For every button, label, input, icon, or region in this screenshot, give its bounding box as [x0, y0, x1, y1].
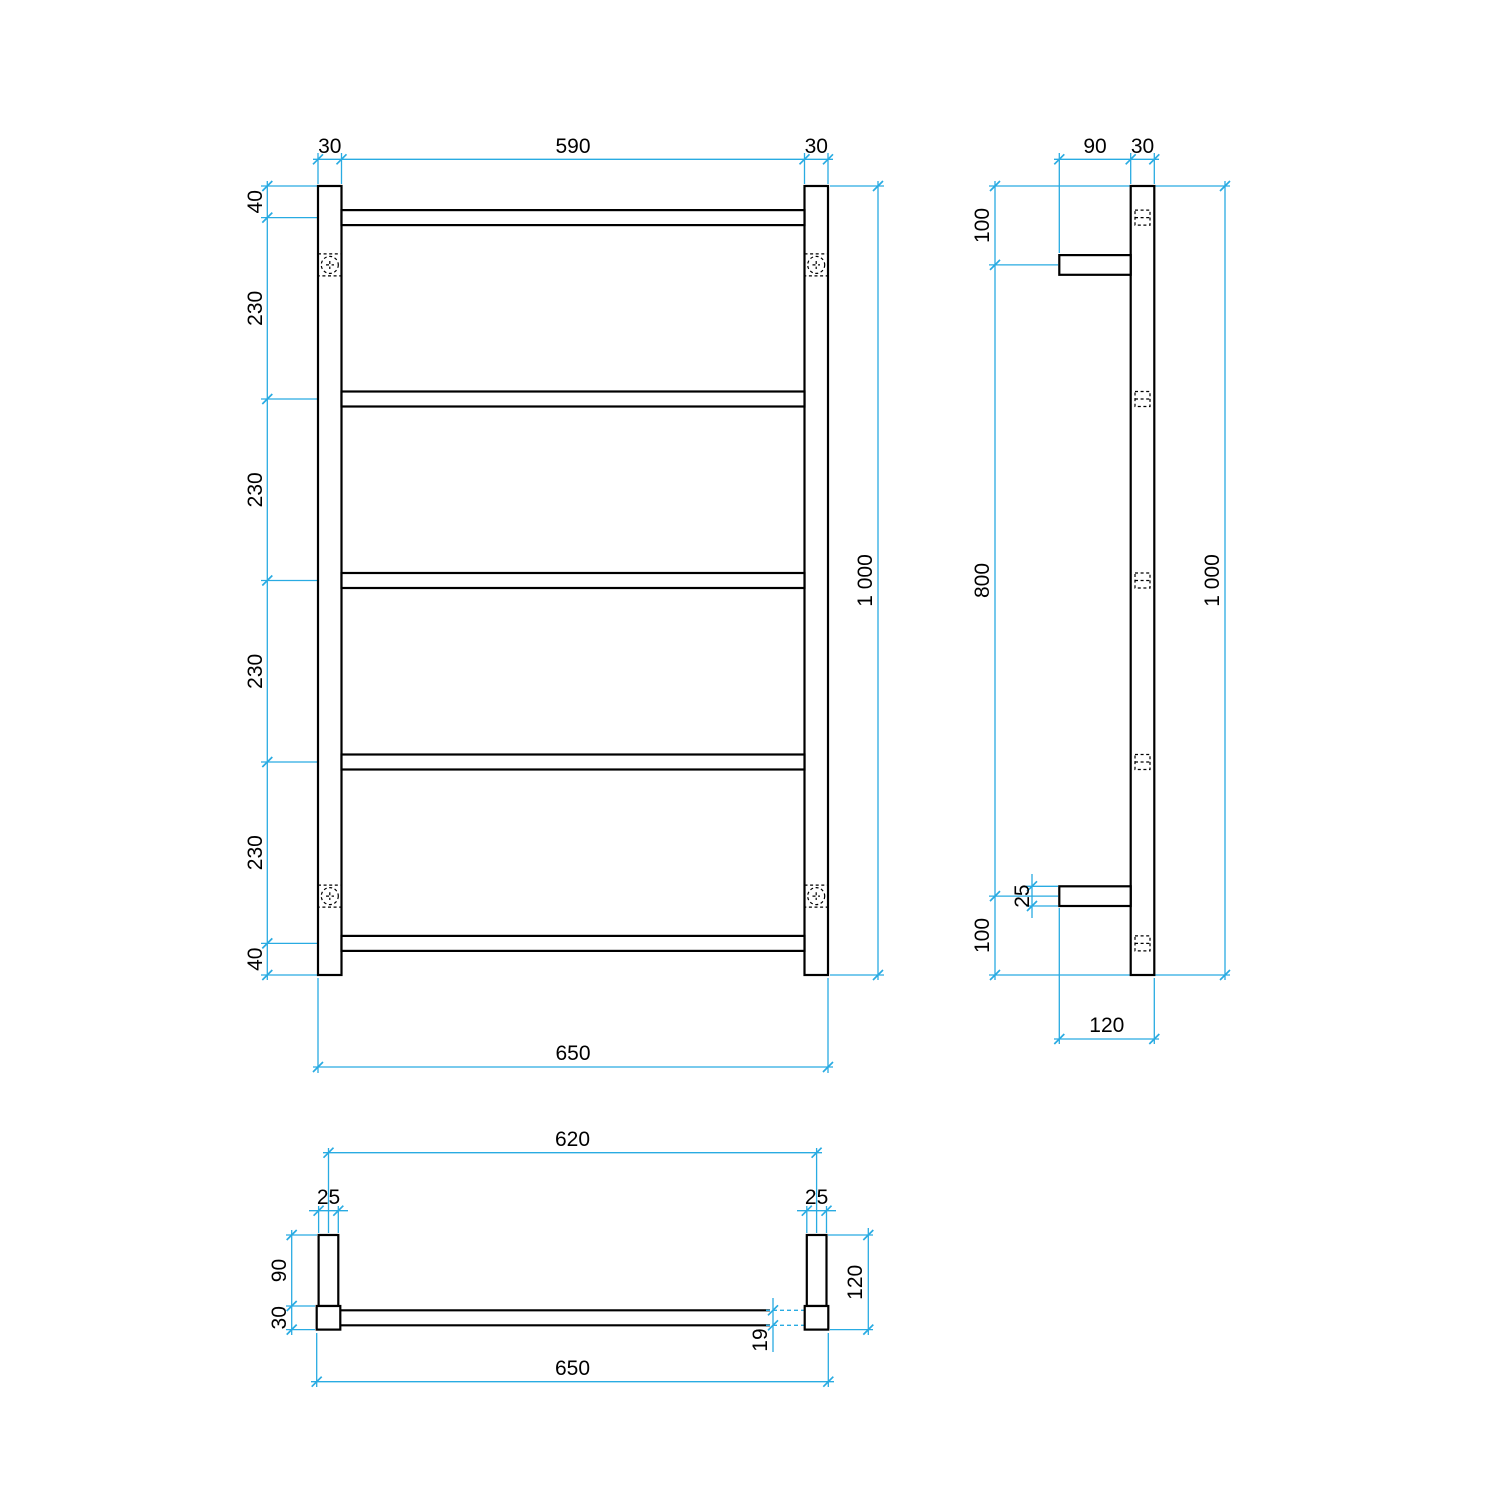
side-dim-post-depth: 30 [1131, 135, 1154, 158]
front-dim-top-center: 590 [555, 135, 590, 158]
side-bottom-bracket-arm [1058, 885, 1132, 908]
bracket-symbol-bottom-left [317, 884, 343, 908]
side-dimension-lines [989, 153, 1231, 1045]
side-view: 90 30 100 800 100 25 1 000 120 [971, 135, 1231, 1045]
front-dim-bottom-width: 650 [555, 1042, 590, 1065]
plan-right-bracket-arm [805, 1233, 828, 1308]
side-bottom-extensions [1058, 908, 1155, 1044]
front-dim-left-5: 230 [244, 835, 267, 870]
front-rung-4 [340, 753, 806, 771]
side-hidden-rung-2 [1134, 390, 1151, 408]
side-dim-left-top: 100 [971, 208, 994, 243]
plan-dimension-labels: 620 25 25 90 30 19 120 650 [268, 1128, 867, 1380]
plan-dim-arm-length: 90 [268, 1259, 291, 1282]
front-dimension-lines [261, 153, 884, 1073]
plan-dimension-lines [286, 1147, 874, 1388]
front-extension-lines [261, 153, 884, 1073]
bracket-symbol-top-left [317, 253, 343, 277]
side-top-bracket-arm [1058, 254, 1132, 276]
front-bracket-symbols [317, 253, 829, 908]
side-dim-left-middle: 800 [971, 563, 994, 598]
front-bottom-extensions [317, 978, 829, 1073]
plan-dim-arm-width-left: 25 [317, 1186, 340, 1209]
plan-dim-depth: 120 [844, 1265, 867, 1300]
plan-left-bracket-arm [317, 1233, 340, 1308]
plan-right-extensions [828, 1234, 873, 1331]
front-rungs [340, 209, 806, 953]
plan-dim-post-size: 30 [268, 1306, 291, 1329]
front-rung-5 [340, 934, 806, 953]
plan-bottom-extensions [316, 1333, 829, 1387]
plan-dim-bar-thickness: 19 [749, 1328, 772, 1351]
front-dim-height: 1 000 [854, 554, 877, 607]
front-dim-left-6: 40 [244, 948, 267, 971]
front-dim-top-right: 30 [805, 135, 828, 158]
bracket-symbol-bottom-right [803, 884, 829, 908]
bracket-symbol-top-right [803, 253, 829, 277]
front-dim-left-4: 230 [244, 654, 267, 689]
side-dimension-labels: 90 30 100 800 100 25 1 000 120 [971, 135, 1224, 1037]
plan-top-rail-bar [340, 1309, 770, 1327]
side-hidden-rung-1 [1134, 209, 1151, 226]
plan-dim-ticks [286, 1147, 874, 1388]
front-left-extensions [261, 185, 317, 976]
side-hidden-rungs [1134, 209, 1151, 952]
side-hidden-rung-3 [1134, 572, 1151, 589]
plan-arm-width-extensions [317, 1206, 828, 1233]
plan-right-post [803, 1304, 830, 1331]
front-rung-3 [340, 571, 806, 590]
side-dim-arm-thickness: 25 [1011, 884, 1034, 907]
side-dim-left-bottom: 100 [971, 918, 994, 953]
side-dim-height: 1 000 [1201, 554, 1224, 607]
side-hidden-rung-5 [1134, 935, 1151, 952]
front-top-extensions [317, 153, 829, 184]
front-dim-left-1: 40 [244, 190, 267, 213]
side-horizontal-extensions [989, 185, 1230, 976]
side-hidden-rung-4 [1134, 753, 1151, 771]
side-dim-arm-length: 90 [1083, 135, 1106, 158]
plan-dim-span: 620 [555, 1128, 590, 1151]
plan-dim-width: 650 [555, 1357, 590, 1380]
plan-view: 620 25 25 90 30 19 120 650 [268, 1128, 874, 1388]
front-right-post [803, 184, 830, 977]
front-dim-ticks [261, 153, 884, 1073]
front-view: 30 590 30 40 230 230 230 230 40 1 000 65… [244, 135, 884, 1073]
front-rung-2 [340, 390, 806, 408]
front-left-post [316, 184, 343, 977]
plan-left-post [315, 1304, 342, 1331]
side-dim-ticks [989, 153, 1231, 1045]
front-dim-left-3: 230 [244, 472, 267, 507]
front-dim-left-2: 230 [244, 291, 267, 326]
plan-span-extensions [327, 1148, 818, 1233]
plan-extension-lines [286, 1148, 873, 1387]
front-rung-1 [340, 209, 806, 227]
side-dim-depth: 120 [1089, 1014, 1124, 1037]
front-right-extensions [830, 185, 884, 976]
front-dimension-labels: 30 590 30 40 230 230 230 230 40 1 000 65… [244, 135, 877, 1065]
plan-dim-arm-width-right: 25 [805, 1186, 828, 1209]
front-dim-top-left: 30 [318, 135, 341, 158]
side-extension-lines [989, 153, 1230, 1044]
